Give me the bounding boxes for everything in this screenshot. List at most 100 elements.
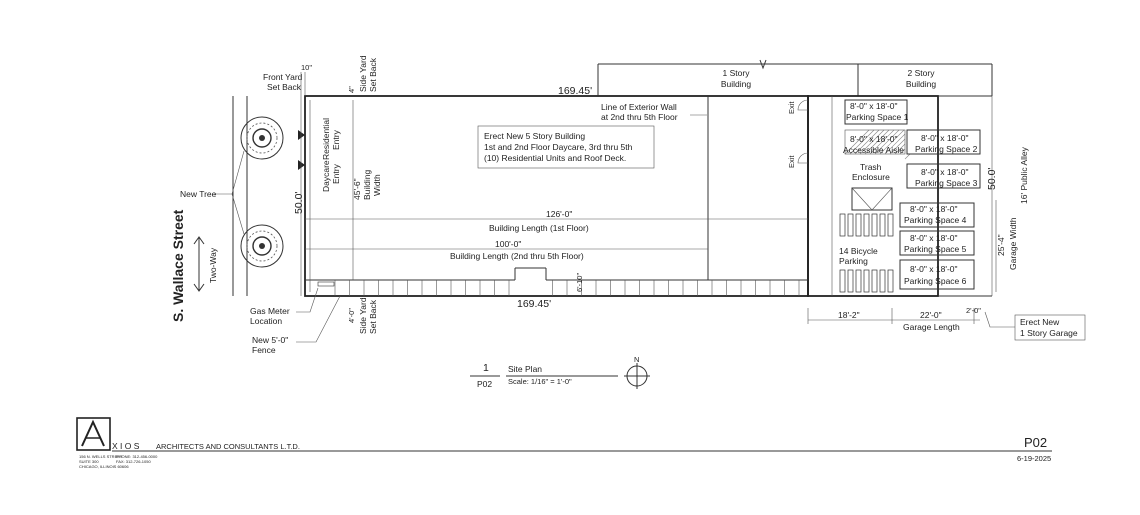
svg-text:at 2nd thru 5th Floor: at 2nd thru 5th Floor bbox=[601, 112, 678, 122]
parking-space-6: 8'-0" x 18'-0" Parking Space 6 bbox=[904, 264, 967, 286]
parking-space-3: 8'-0" x 18'-0" Parking Space 3 bbox=[915, 167, 978, 188]
hatch-line bbox=[894, 143, 906, 155]
lot-length-bottom: 169.45' bbox=[517, 298, 551, 310]
hatch-line bbox=[879, 129, 905, 155]
garage-length-label: Garage Length bbox=[903, 322, 960, 332]
gas-meter-icon bbox=[317, 281, 335, 287]
svg-text:1st and 2nd Floor Daycare, 3rd: 1st and 2nd Floor Daycare, 3rd thru 5th bbox=[484, 142, 633, 152]
exit-door: Exit Exit bbox=[787, 99, 809, 168]
bicycle-parking-label-2: Parking bbox=[839, 256, 868, 266]
hatch-line bbox=[889, 138, 906, 155]
firm-fax: FAX: 312-726-1050 bbox=[116, 459, 151, 464]
svg-text:Building: Building bbox=[721, 79, 752, 89]
new-garage-note: Erect New 1 Story Garage bbox=[984, 311, 1086, 341]
parking-space-size: 8'-0" x 18'-0" bbox=[910, 204, 958, 214]
trash-enclosure-label: Trash bbox=[860, 162, 882, 172]
north-label: N bbox=[634, 355, 639, 364]
trash-enclosure-outline bbox=[851, 187, 893, 211]
exterior-wall-note: Line of Exterior Wall at 2nd thru 5th Fl… bbox=[601, 102, 707, 122]
accessible-aisle-outline bbox=[844, 129, 906, 155]
firm-logo bbox=[76, 417, 111, 451]
parking-space-label: Parking Space 3 bbox=[915, 178, 978, 188]
firm-address-3: CHICAGO, ILLINOIS 60606 bbox=[79, 464, 129, 469]
length-first-dim: 126'-0" bbox=[546, 209, 572, 219]
svg-text:(10) Residential Units and Roo: (10) Residential Units and Roof Deck. bbox=[484, 153, 626, 163]
lot-outline bbox=[304, 59, 993, 297]
hatch-line bbox=[904, 153, 911, 160]
drawing-number: 1 bbox=[483, 362, 489, 374]
sheet-number: P02 bbox=[1024, 435, 1047, 450]
garage-extra-dim: 2'-0" bbox=[966, 306, 981, 315]
residential-entry-label-2: Entry bbox=[331, 129, 341, 150]
bike-rack bbox=[871, 269, 878, 293]
building-width-label: Building bbox=[362, 169, 372, 200]
bike-rack bbox=[847, 269, 854, 293]
bike-rack bbox=[871, 213, 878, 237]
sheet-date: 6-19-2025 bbox=[1017, 454, 1051, 463]
front-yard-setback-label-2: Set Back bbox=[267, 82, 302, 92]
bike-rack bbox=[855, 269, 862, 293]
side-yard-setback-bottom-label-2: Set Back bbox=[368, 299, 378, 334]
parking-space-3-outline bbox=[906, 163, 981, 189]
svg-text:1 Story Garage: 1 Story Garage bbox=[1020, 328, 1078, 338]
public-alley-label: 16' Public Alley bbox=[1019, 146, 1029, 204]
lot-width-right: 50.0' bbox=[986, 168, 998, 190]
bike-rack bbox=[839, 213, 846, 237]
parking-space-label: Parking Space 1 bbox=[846, 112, 909, 122]
hatch-line bbox=[864, 129, 890, 155]
two-way-label: Two-Way bbox=[208, 247, 218, 283]
accessible-aisle-hatch bbox=[844, 129, 911, 160]
length-upper-label: Building Length (2nd thru 5th Floor) bbox=[450, 251, 584, 261]
svg-text:Erect New 5 Story Building: Erect New 5 Story Building bbox=[484, 131, 585, 141]
parking-space-1-outline bbox=[844, 99, 908, 125]
side-yard-setback-label-2: Set Back bbox=[368, 57, 378, 92]
bike-rack bbox=[839, 269, 846, 293]
parking-space-6-outline bbox=[899, 259, 975, 290]
bike-rack bbox=[855, 213, 862, 237]
daycare-entry-label-2: Entry bbox=[331, 163, 341, 184]
parking-space-size: 8'-0" x 18'-0" bbox=[910, 233, 958, 243]
two-way-arrow-icon bbox=[193, 236, 205, 292]
parking-space-size: 8'-0" x 18'-0" bbox=[850, 101, 898, 111]
firm-address-1: 156 N. WELLS STREET bbox=[79, 454, 123, 459]
north-arrow-icon: N bbox=[624, 355, 650, 389]
hatch-line bbox=[884, 133, 906, 155]
bicycle-parking-label: 14 Bicycle bbox=[839, 246, 878, 256]
bike-rack bbox=[863, 269, 870, 293]
parking-space-label: Parking Space 5 bbox=[904, 244, 967, 254]
side-yard-setback-bottom-dim: 4'-0" bbox=[347, 308, 356, 323]
lot-length-top: 169.45' bbox=[558, 85, 592, 97]
side-yard-setback-bottom-label: Side Yard bbox=[358, 297, 368, 334]
parking-space-label: Parking Space 2 bbox=[915, 144, 978, 154]
garage-length-dim: 22'-0" bbox=[920, 310, 942, 320]
garage-width-label: Garage Width bbox=[1008, 217, 1018, 270]
bike-rack bbox=[847, 213, 854, 237]
gas-meter-label: Gas Meter bbox=[250, 306, 290, 316]
door-swing-icon bbox=[797, 152, 809, 164]
building-width-dim: 45'-6" bbox=[352, 178, 362, 200]
front-yard-setback-dim: 10" bbox=[301, 63, 312, 72]
bicycle-rack-icon bbox=[839, 213, 894, 293]
svg-text:2 Story: 2 Story bbox=[908, 68, 936, 78]
trash-enclosure-label-2: Enclosure bbox=[852, 172, 890, 182]
entry-arrow-icon bbox=[298, 160, 305, 170]
garage-width-dim: 25'-4" bbox=[996, 234, 1006, 256]
hatch-line bbox=[874, 129, 900, 155]
side-yard-setback-top-dim: 4" bbox=[347, 86, 356, 93]
parking-space-2: 8'-0" x 18'-0" Parking Space 2 bbox=[915, 133, 978, 154]
svg-text:1 Story: 1 Story bbox=[723, 68, 751, 78]
parking-space-4-outline bbox=[899, 202, 975, 228]
parking-space-size: 8'-0" x 18'-0" bbox=[910, 264, 958, 274]
new-fence-label: New 5'-0" bbox=[252, 335, 288, 345]
hatch-line bbox=[859, 129, 885, 155]
bike-rack bbox=[879, 269, 886, 293]
svg-text:Line of Exterior Wall: Line of Exterior Wall bbox=[601, 102, 677, 112]
parking-space-5-outline bbox=[899, 230, 975, 256]
hatch-line bbox=[849, 129, 875, 155]
tree-icon bbox=[240, 224, 284, 268]
accessible-aisle-label: Accessible Aisle bbox=[843, 145, 904, 155]
street-side: S. Wallace Street Two-Way New Tree bbox=[170, 96, 284, 322]
drawing-scale: Scale: 1/16" = 1'-0" bbox=[508, 377, 572, 386]
accessible-aisle: 8'-0" x 18'-0" Accessible Aisle bbox=[843, 134, 904, 155]
tree-icon bbox=[240, 116, 284, 160]
